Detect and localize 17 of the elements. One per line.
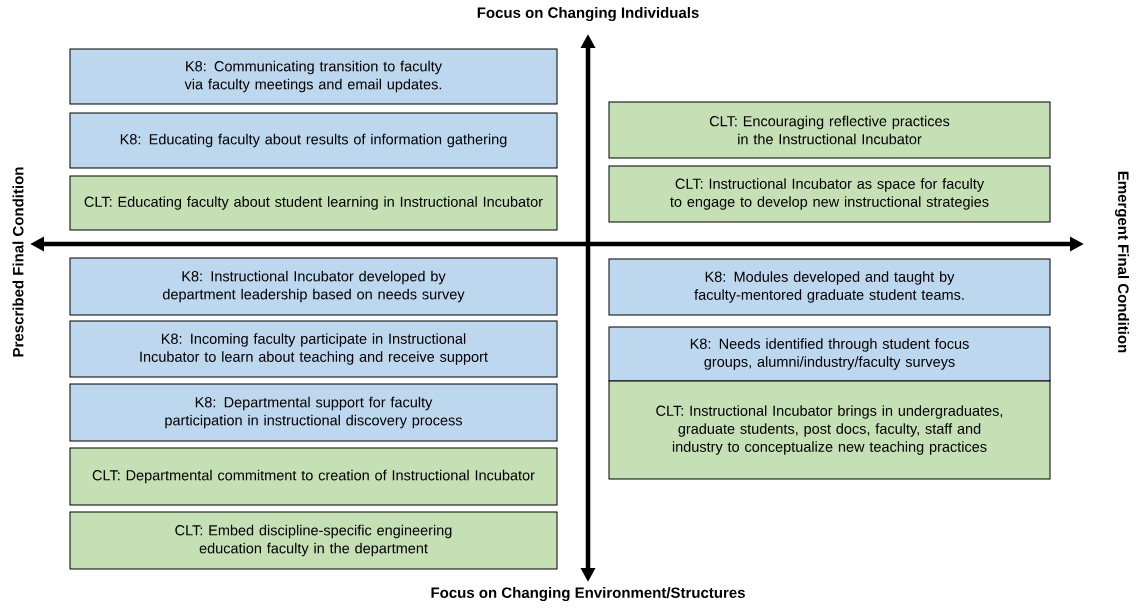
text-box: K8: Modules developed and taught by faculty-mentored graduate student teams. bbox=[608, 258, 1051, 316]
text-box: CLT: Encouraging reflective practices in the Instructional Incubator bbox=[608, 101, 1051, 159]
axis-label: Emergent Final Condition bbox=[1115, 171, 1130, 353]
text-box: CLT: Departmental commitment to creation of Instructional Incubator bbox=[69, 447, 558, 506]
axis-label: Focus on Changing Individuals bbox=[477, 7, 699, 22]
text-box: K8: Incoming faculty participate in Instructional Incubator to learn about teaching and receive support bbox=[69, 320, 558, 378]
axis-label: Prescribed Final Condition bbox=[12, 167, 24, 357]
text-box: K8: Departmental support for faculty participation in instructional discovery process bbox=[69, 383, 558, 442]
text-box: CLT: Embed discipline-specific engineering education faculty in the department bbox=[69, 511, 558, 570]
text-box: K8: Communicating transition to faculty via faculty meetings and email updates. bbox=[69, 48, 558, 105]
axis-label: Focus on Changing Environment/Structures bbox=[431, 587, 745, 602]
text-box: CLT: Instructional Incubator brings in undergraduates, graduate students, post docs, faculty, staff and industry to conceptualize new teaching practices bbox=[608, 380, 1051, 480]
text-box: CLT: Instructional Incubator as space for faculty to engage to develop new instructional strategies bbox=[608, 165, 1051, 223]
text-box: CLT: Educating faculty about student learning in Instructional Incubator bbox=[69, 175, 558, 231]
text-box: K8: Educating faculty about results of information gathering bbox=[69, 112, 558, 169]
text-box: K8: Instructional Incubator developed by department leadership based on needs survey bbox=[69, 257, 558, 316]
text-box: K8: Needs identified through student focus groups, alumni/industry/faculty surveys bbox=[608, 326, 1051, 382]
